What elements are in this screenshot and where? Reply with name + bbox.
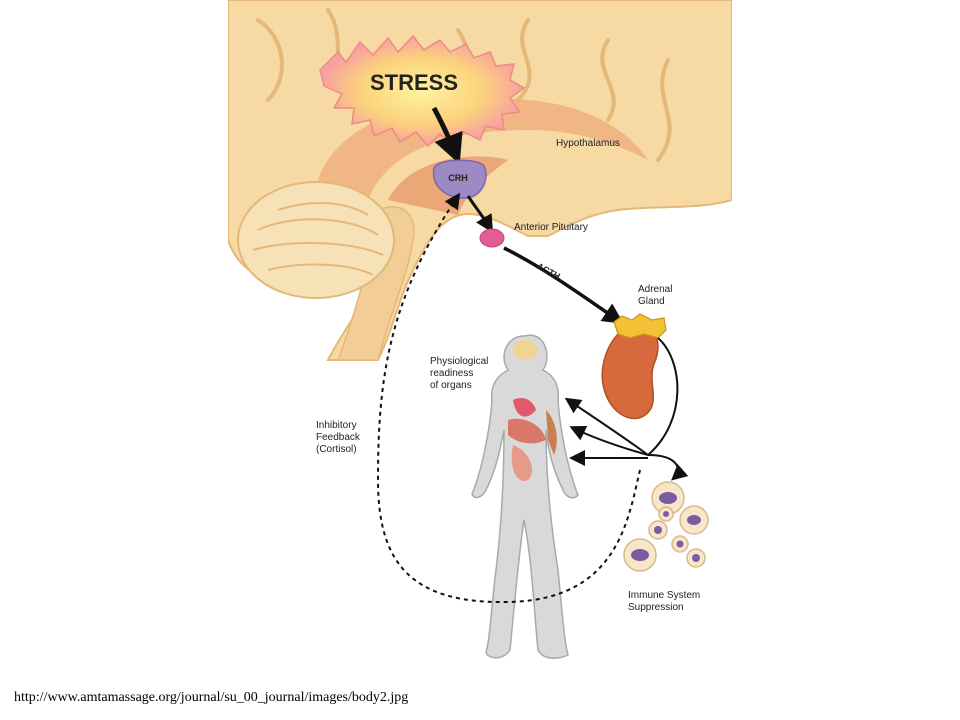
immune-suppression-label: Immune System Suppression <box>628 590 703 613</box>
source-url-caption: http://www.amtamassage.org/journal/su_00… <box>14 690 409 705</box>
adrenal-cortex-cap <box>613 313 667 339</box>
acth-label: ACTH <box>535 261 562 282</box>
anterior-pituitary <box>479 228 505 248</box>
organs-arrow-2 <box>569 425 649 456</box>
crh-node: CRH <box>432 159 487 199</box>
human-body <box>471 334 579 660</box>
stress-response-diagram: STRESS CRH Hypothalamus Anterior Pituita… <box>228 0 732 720</box>
organs-arrow-1 <box>564 397 649 456</box>
stress-label: STRESS <box>370 70 458 95</box>
hypothalamus-label: Hypothalamus <box>556 138 620 149</box>
physiological-readiness-label: Physiological readiness of organs <box>430 356 491 391</box>
body-muscle <box>546 410 557 455</box>
cerebellum <box>237 181 395 299</box>
immune-cells <box>623 481 709 572</box>
inhibitory-feedback-label: Inhibitory Feedback (Cortisol) <box>316 420 363 455</box>
adrenal-gland <box>601 313 667 420</box>
body-heart <box>513 398 536 417</box>
inhibitory-feedback-path <box>376 192 641 604</box>
body-brain <box>513 340 537 360</box>
body-intestines <box>511 445 533 481</box>
body-liver <box>508 418 546 444</box>
acth-arrow <box>503 246 624 324</box>
adrenal-gland-label: Adrenal Gland <box>638 284 675 307</box>
stress-to-crh-arrow <box>431 106 463 165</box>
diagram-canvas: STRESS CRH Hypothalamus Anterior Pituita… <box>228 0 732 660</box>
stress-burst: STRESS <box>319 34 526 148</box>
adrenal-outflow <box>647 337 679 456</box>
anterior-pituitary-label: Anterior Pituitary <box>514 222 588 233</box>
crh-label: CRH <box>448 173 468 183</box>
cerebellum-folds <box>252 202 384 276</box>
immune-arrow <box>647 454 689 481</box>
crh-to-pituitary-arrow <box>466 195 494 234</box>
